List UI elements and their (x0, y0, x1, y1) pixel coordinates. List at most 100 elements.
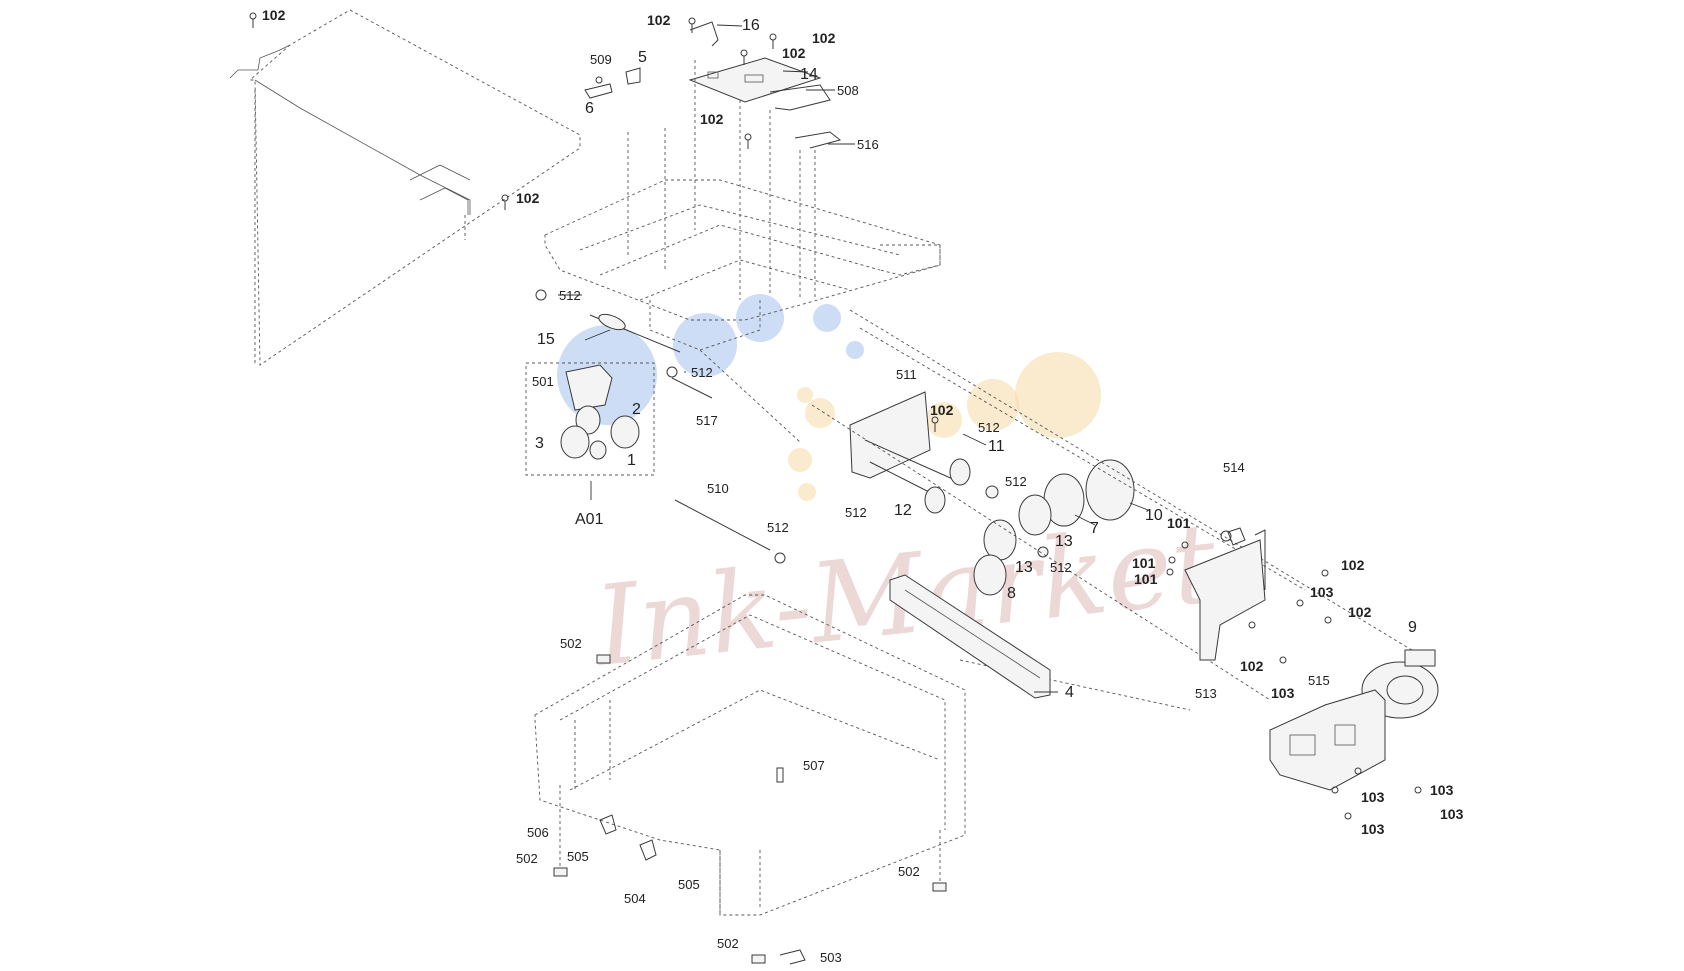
roller-assembly-a01 (560, 364, 640, 460)
label-102: 102 (516, 190, 540, 206)
label-501: 501 (532, 374, 554, 389)
label-102: 102 (812, 30, 836, 46)
label-517: 517 (696, 413, 718, 428)
logo-dot-orange-7 (797, 387, 813, 403)
label-10: 10 (1145, 507, 1163, 524)
label-103: 103 (1271, 685, 1295, 701)
label-511: 511 (896, 367, 917, 382)
label-502: 502 (898, 864, 920, 879)
screw-icon (501, 194, 509, 210)
label-7: 7 (1090, 520, 1099, 537)
label-103: 103 (1361, 789, 1385, 805)
drive-shaft-510 (674, 499, 786, 564)
gear-bracket-511 (849, 391, 956, 496)
screw-icon (1331, 786, 1339, 794)
label-102: 102 (782, 45, 806, 61)
label-8: 8 (1007, 585, 1016, 602)
alignment-lines (699, 309, 1421, 711)
screw-icon (931, 416, 939, 432)
label-512: 512 (1005, 474, 1027, 489)
logo-dot-orange-6 (798, 483, 816, 501)
label-1: 1 (627, 452, 636, 469)
screw-icon (1354, 767, 1362, 775)
rear-guide-4 (889, 574, 1051, 699)
part-labels: 102 16 102 102 509 5 102 14 508 6 102 51… (262, 7, 1464, 965)
top-panel-assembly (229, 9, 581, 366)
circuit-board-assembly (584, 21, 842, 149)
label-101: 101 (1167, 515, 1191, 531)
screw-icon (1168, 556, 1176, 564)
label-502: 502 (717, 936, 739, 951)
label-103: 103 (1430, 782, 1454, 798)
label-11: 11 (988, 438, 1005, 455)
label-102: 102 (930, 402, 954, 418)
label-510: 510 (707, 481, 729, 496)
screw-icon (769, 33, 777, 49)
label-15: 15 (537, 331, 555, 348)
logo-dots (557, 294, 1101, 501)
label-9: 9 (1408, 619, 1417, 636)
leader-lines (558, 24, 1149, 693)
label-102: 102 (700, 111, 724, 127)
label-515: 515 (1308, 673, 1330, 688)
label-101: 101 (1132, 555, 1156, 571)
spring-517 (666, 366, 713, 399)
logo-dot-orange-4 (805, 398, 835, 428)
logo-dot-orange-1 (1015, 352, 1101, 438)
label-3: 3 (535, 435, 544, 452)
label-502: 502 (516, 851, 538, 866)
label-102: 102 (1348, 604, 1372, 620)
label-502: 502 (560, 636, 582, 651)
label-13: 13 (1015, 559, 1033, 576)
label-14: 14 (800, 66, 818, 83)
screw-icon (688, 17, 696, 33)
screw-icon (1344, 812, 1352, 820)
screw-icon (1414, 786, 1422, 794)
screw-icon (1166, 568, 1174, 576)
label-508: 508 (837, 83, 859, 98)
label-5: 5 (638, 49, 647, 66)
group-label-a01: A01 (575, 511, 604, 528)
screw-icon (249, 12, 257, 28)
screw-icon (744, 133, 752, 149)
screw-icon (1248, 621, 1256, 629)
label-512: 512 (691, 365, 713, 380)
label-512: 512 (559, 288, 581, 303)
label-512: 512 (767, 520, 789, 535)
label-504: 504 (624, 891, 646, 906)
screw-icon (1296, 599, 1304, 607)
small-parts (553, 530, 1232, 965)
screw-icon (1324, 616, 1332, 624)
label-103: 103 (1361, 821, 1385, 837)
label-102: 102 (1240, 658, 1264, 674)
pickup-shaft (535, 289, 681, 353)
motor-bracket-513 (1184, 527, 1266, 661)
label-102: 102 (1341, 557, 1365, 573)
screw-icon (1321, 569, 1329, 577)
logo-dot-blue-3 (736, 294, 784, 342)
label-101: 101 (1134, 571, 1158, 587)
label-2: 2 (632, 401, 641, 418)
upper-frame-assembly (544, 60, 941, 351)
label-103: 103 (1440, 806, 1464, 822)
label-512: 512 (1050, 560, 1072, 575)
label-509: 509 (590, 52, 612, 67)
label-12: 12 (894, 502, 912, 519)
label-512: 512 (978, 420, 1000, 435)
screws (249, 12, 1422, 820)
label-507: 507 (803, 758, 825, 773)
label-503: 503 (820, 950, 842, 965)
label-512: 512 (845, 505, 867, 520)
label-4: 4 (1065, 684, 1074, 701)
label-514: 514 (1223, 460, 1245, 475)
bracket-515 (1269, 689, 1386, 791)
label-102: 102 (647, 12, 671, 28)
logo-dot-orange-5 (788, 448, 812, 472)
label-505: 505 (678, 877, 700, 892)
paper-tray (534, 594, 966, 916)
label-102: 102 (262, 7, 286, 23)
label-103: 103 (1310, 584, 1334, 600)
label-513: 513 (1195, 686, 1217, 701)
screw-icon (1181, 541, 1189, 549)
